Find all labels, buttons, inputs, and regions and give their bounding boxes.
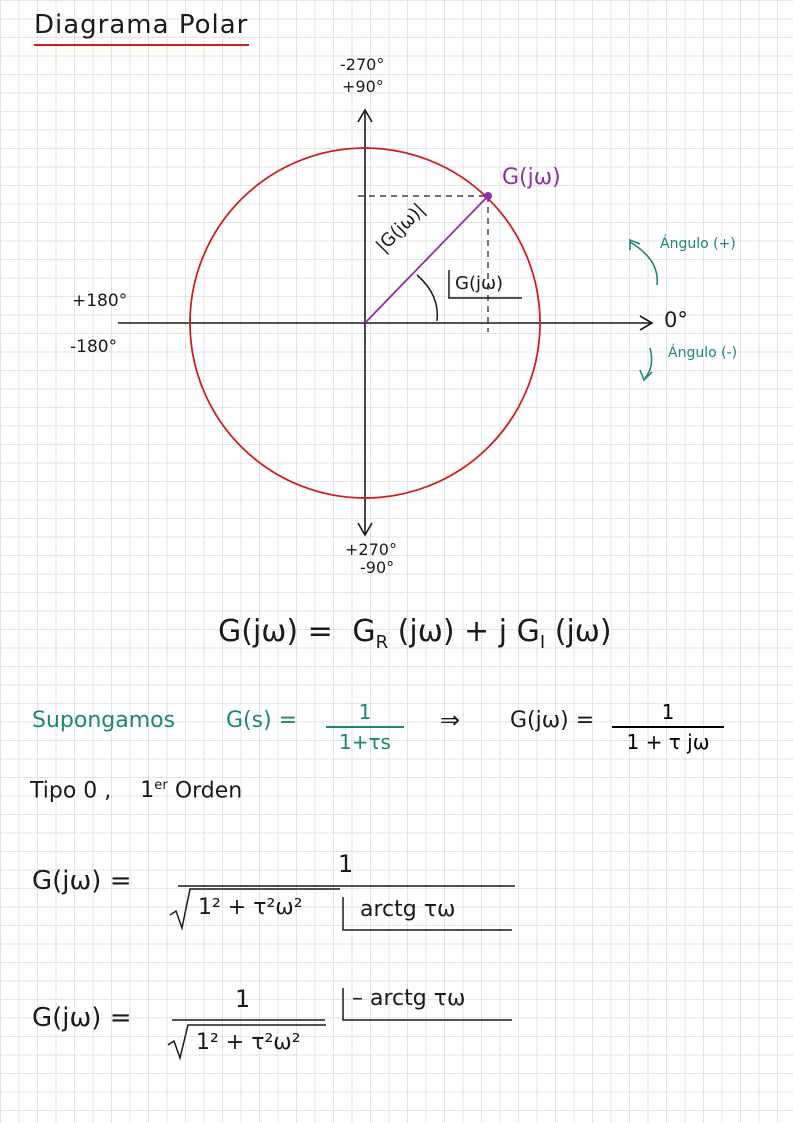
axis-bottom-label-1: +270° <box>345 540 397 559</box>
angle-pos-arrow <box>629 241 659 286</box>
x-axis-arrowhead <box>639 315 654 331</box>
eq2-rhs-numerator: 1 <box>661 700 675 724</box>
equation-complex-form: G(jω) = GR (jω) + j GI (jω) <box>218 614 612 653</box>
eq2-rhs-denominator: 1 + τ jω <box>626 730 710 754</box>
title-underline <box>34 44 249 46</box>
vector-line <box>364 195 489 324</box>
axis-bottom-label-2: -90° <box>360 558 395 577</box>
angle-neg-arrowhead <box>639 369 653 382</box>
axis-left-label-2: -180° <box>70 337 118 357</box>
eq3-radicand: 1² + τ²ω² <box>198 895 303 920</box>
eq3-lhs: G(jω) = <box>32 866 132 896</box>
suppose-label: Supongamos <box>32 708 176 733</box>
eq3-numerator: 1 <box>338 850 354 878</box>
angle-positive-label: Ángulo (+) <box>660 236 736 252</box>
eq4-numerator: 1 <box>235 985 251 1013</box>
y-axis-top-arrowhead <box>357 108 373 123</box>
eq2-rhs-fraction: 1 1 + τ jω <box>612 700 724 754</box>
angle-symbol-eq4 <box>342 988 512 1021</box>
point-label: G(jω) <box>502 165 561 190</box>
angle-symbol <box>448 270 522 299</box>
implies-arrow: ⇒ <box>440 706 461 734</box>
eq2-denominator: 1+τs <box>339 730 391 754</box>
eq2-fraction-bar <box>326 726 404 728</box>
eq4-radicand: 1² + τ²ω² <box>196 1030 301 1055</box>
type-label: Tipo 0 , <box>30 778 112 804</box>
order-number: 1 <box>140 778 155 804</box>
angle-neg-arrow <box>644 347 653 379</box>
angle-arc <box>416 274 439 322</box>
angle-negative-label: Ángulo (-) <box>668 345 738 361</box>
eq3-angle: arctg τω <box>360 897 456 922</box>
radical-eq3 <box>169 888 340 931</box>
vector-point <box>484 192 492 200</box>
eq2-fraction: 1 1+τs <box>326 700 404 754</box>
eq1-gi-sub: I <box>539 632 546 653</box>
eq1-gr-sub: R <box>375 632 389 653</box>
eq2-numerator: 1 <box>358 700 372 724</box>
page-title: Diagrama Polar <box>34 10 249 40</box>
eq1-end: (jω) <box>554 614 612 649</box>
order-word: Orden <box>174 778 243 804</box>
eq4-lhs: G(jω) = <box>32 1003 132 1033</box>
eq1-gi: G <box>516 614 540 649</box>
axis-top-label-2: +90° <box>342 77 384 96</box>
angle-label: G(jω) <box>455 273 504 294</box>
angle-pos-arrowhead <box>629 238 641 250</box>
axis-top-label-1: -270° <box>340 55 385 74</box>
eq1-mid: (jω) + j <box>397 614 508 649</box>
axis-right-label: 0° <box>664 308 688 332</box>
eq1-gr: G <box>352 614 376 649</box>
eq2-rhs-fraction-bar <box>612 726 724 728</box>
order-superscript: er <box>154 778 168 793</box>
type-order-note: Tipo 0 , 1er Orden <box>30 778 242 803</box>
y-axis-bottom-arrowhead <box>357 522 373 537</box>
eq2-lhs: G(s) = <box>226 708 298 733</box>
radical-eq4 <box>167 1024 326 1061</box>
eq1-lhs: G(jω) = <box>218 614 333 649</box>
angle-symbol-eq3 <box>342 897 512 931</box>
eq4-angle: – arctg τω <box>352 986 466 1011</box>
axis-left-label-1: +180° <box>72 291 128 311</box>
eq2-rhs: G(jω) = <box>510 708 595 733</box>
